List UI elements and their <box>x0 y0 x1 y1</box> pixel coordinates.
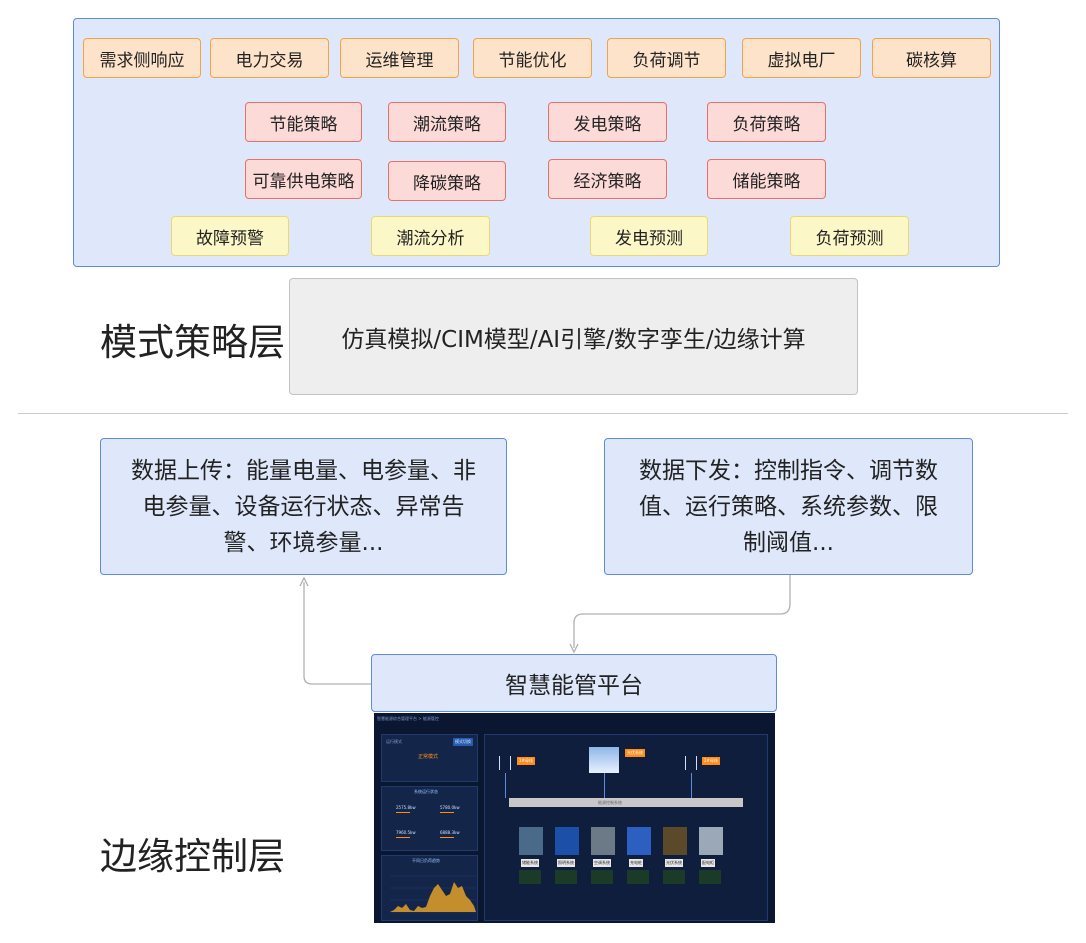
stat-value: 6888.3kw <box>440 830 460 835</box>
module-demand-response: 需求侧响应 <box>83 38 201 78</box>
device-image <box>627 827 651 855</box>
trend-title: 不同日负荷趋势 <box>412 858 440 863</box>
device-image <box>591 827 615 855</box>
data-upload-box: 数据上传：能量电量、电参量、非 电参量、设备运行状态、异常告 警、环境参量... <box>100 438 507 575</box>
tech-stack-box: 仿真模拟/CIM模型/AI引擎/数字孪生/边缘计算 <box>289 278 858 395</box>
analysis-generation-forecast: 发电预测 <box>590 216 708 256</box>
platform-title-box: 智慧能管平台 <box>371 654 777 712</box>
strategy-reliable-supply: 可靠供电策略 <box>245 159 362 199</box>
device-image <box>699 827 723 855</box>
dashboard-breadcrumb: 智慧能源综合管理平台 > 能源管控 <box>377 716 439 721</box>
data-download-box: 数据下发：控制指令、调节数 值、运行策略、系统参数、限 制阈值... <box>604 438 973 575</box>
device-image <box>663 827 687 855</box>
edge-layer-title: 边缘控制层 <box>100 835 285 878</box>
layer-divider <box>18 413 1068 414</box>
pylon-icon <box>499 756 511 770</box>
device-label: 照明系统 <box>557 859 575 867</box>
device-label: 充电桩 <box>629 859 643 867</box>
module-virtual-power-plant: 虚拟电厂 <box>742 38 861 78</box>
stat-value: 5780.0kw <box>440 805 460 810</box>
mode-panel: 运行模式 模式切换 正常模式 <box>381 734 478 782</box>
dashboard-screenshot: 智慧能源综合管理平台 > 能源管控 运行模式 模式切换 正常模式 系统运行状态 … <box>374 713 775 923</box>
module-load-regulation: 负荷调节 <box>607 38 726 78</box>
strategy-carbon-reduction: 降碳策略 <box>388 161 506 201</box>
stats-panel: 系统运行状态 2575.8kw 5780.0kw 7960.5kw 6888.3… <box>381 786 478 851</box>
trend-panel: 不同日负荷趋势 <box>381 855 478 921</box>
trend-area-chart <box>390 875 476 913</box>
module-carbon-accounting: 碳核算 <box>872 38 991 78</box>
stat-value: 7960.5kw <box>396 830 416 835</box>
data-upload-line: 警、环境参量... <box>223 530 384 556</box>
data-download-line: 值、运行策略、系统参数、限 <box>639 494 938 520</box>
device-image <box>555 827 579 855</box>
strategy-panel: 需求侧响应 电力交易 运维管理 节能优化 负荷调节 虚拟电厂 碳核算 节能策略 … <box>73 18 1000 267</box>
pylon-icon <box>685 756 697 770</box>
trend-area <box>390 882 476 912</box>
node-label: 1#母线 <box>517 757 535 765</box>
data-download-line: 制阈值... <box>743 530 834 556</box>
device-label: 配电柜 <box>701 859 715 867</box>
device-label: 储能系统 <box>521 859 539 867</box>
topology-panel: 能源控制系统 1#母线 光伏系统 2#母线 储能系统 照明系统 空调系统 充电桩… <box>484 734 768 921</box>
center-bus-label: 能源控制系统 <box>598 800 622 805</box>
analysis-load-forecast: 负荷预测 <box>790 216 909 256</box>
strategy-economic: 经济策略 <box>548 159 667 199</box>
upload-arrow <box>303 582 371 685</box>
module-energy-saving: 节能优化 <box>473 38 592 78</box>
strategy-layer-title: 模式策略层 <box>100 321 285 364</box>
device-label: 光伏系统 <box>665 859 683 867</box>
download-arrow <box>573 575 791 648</box>
strategy-load: 负荷策略 <box>707 102 826 142</box>
stat-value: 2575.8kw <box>396 805 416 810</box>
node-label: 光伏系统 <box>625 749 645 757</box>
data-download-line: 数据下发：控制指令、调节数 <box>639 458 938 484</box>
device-image <box>519 827 543 855</box>
strategy-power-flow: 潮流策略 <box>388 102 506 142</box>
module-power-trading: 电力交易 <box>210 38 329 78</box>
module-operation-maintenance: 运维管理 <box>340 38 459 78</box>
node-label: 2#母线 <box>702 757 720 765</box>
solar-image <box>589 747 619 773</box>
mode-switch-button[interactable]: 模式切换 <box>453 738 473 746</box>
mode-label: 运行模式 <box>386 739 402 744</box>
center-bus-bar <box>509 798 743 807</box>
mode-status: 正常模式 <box>418 754 439 760</box>
data-upload-line: 电参量、设备运行状态、异常告 <box>142 494 465 520</box>
analysis-fault-warning: 故障预警 <box>171 216 289 256</box>
strategy-energy-storage: 储能策略 <box>707 159 826 199</box>
strategy-generation: 发电策略 <box>548 102 667 142</box>
stats-title: 系统运行状态 <box>414 789 438 794</box>
analysis-power-flow: 潮流分析 <box>371 216 490 256</box>
device-label: 空调系统 <box>593 859 611 867</box>
data-upload-line: 数据上传：能量电量、电参量、非 <box>131 458 476 484</box>
strategy-energy-saving: 节能策略 <box>245 102 362 142</box>
